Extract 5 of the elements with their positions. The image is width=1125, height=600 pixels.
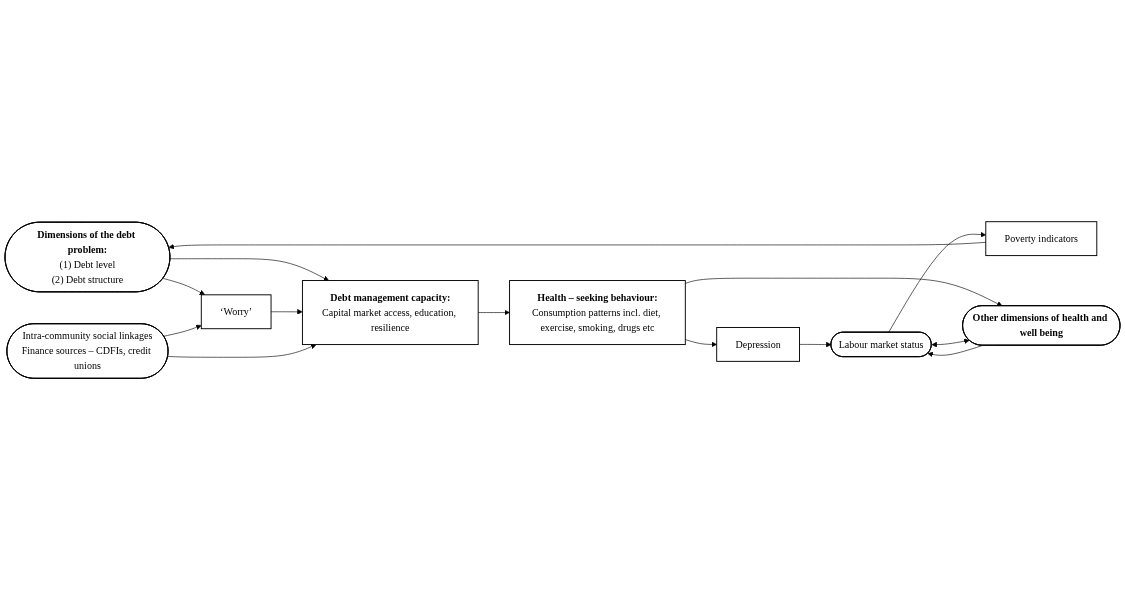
- node-box: Poverty indicators: [985, 221, 1098, 257]
- node-box: Depression: [716, 327, 800, 362]
- node-box: Health – seeking behaviour: Consumption patterns incl. diet, exercise, smoking, drugs etc: [509, 280, 686, 346]
- node-box: Debt management capacity: Capital market access, education, resilience: [301, 280, 479, 346]
- node-box: ‘Worry’: [200, 294, 272, 330]
